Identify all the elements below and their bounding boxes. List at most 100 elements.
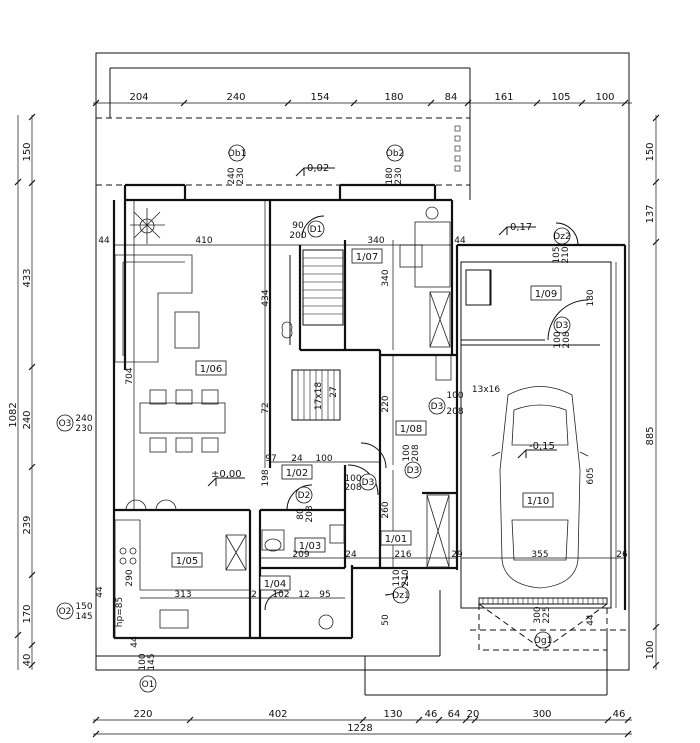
dim-label: 260 bbox=[381, 501, 391, 518]
stairs-label: 27 bbox=[329, 386, 339, 397]
dim-label: 208 bbox=[562, 331, 572, 348]
bottom-dimension-labels: 220 402 130 46 64 20 300 46 1228 bbox=[133, 709, 625, 734]
dim-label: 154 bbox=[310, 92, 329, 103]
door-symbol: D3 bbox=[431, 402, 444, 412]
garage bbox=[457, 243, 627, 651]
furniture bbox=[114, 206, 452, 639]
dim-label: 216 bbox=[394, 550, 411, 560]
dim-label: 410 bbox=[195, 236, 212, 246]
dim-label: 230 bbox=[236, 167, 246, 184]
dim-label: 605 bbox=[586, 467, 596, 484]
dim-label: 100 bbox=[138, 653, 148, 670]
door-symbol: D3 bbox=[407, 466, 420, 476]
room-label: 1/05 bbox=[176, 556, 198, 567]
window-symbol: O1 bbox=[142, 680, 155, 690]
window-symbol: O3 bbox=[59, 419, 72, 429]
door-symbol: D1 bbox=[310, 225, 323, 235]
door-symbol: D2 bbox=[298, 491, 311, 501]
dim-label: 97 bbox=[265, 454, 276, 464]
dim-label: 20 bbox=[467, 709, 480, 720]
dim-label: 402 bbox=[268, 709, 287, 720]
dim-label: 44 bbox=[130, 636, 140, 648]
dim-label: 44 bbox=[454, 236, 466, 246]
dim-label: 208 bbox=[411, 444, 421, 461]
dim-label: 230 bbox=[75, 424, 92, 434]
door-symbol: Dz1 bbox=[392, 591, 409, 601]
top-dimension-labels: 204 240 154 180 84 161 105 100 bbox=[129, 92, 614, 103]
car-icon bbox=[491, 386, 589, 589]
dim-label: 100 bbox=[402, 444, 412, 461]
dim-label: 12 bbox=[298, 590, 309, 600]
dim-label: 300 bbox=[532, 709, 551, 720]
dim-label: 355 bbox=[531, 550, 548, 560]
dim-label: 100 bbox=[315, 454, 332, 464]
room-label: 1/06 bbox=[200, 364, 222, 375]
dim-label: 340 bbox=[381, 269, 391, 286]
right-dimension-labels: 150 137 885 100 bbox=[645, 142, 656, 659]
dim-label: 208 bbox=[446, 407, 463, 417]
dim-label: 434 bbox=[261, 289, 271, 306]
dim-label: 46 bbox=[425, 709, 438, 720]
dim-label: 433 bbox=[22, 268, 33, 287]
room-label: 1/08 bbox=[400, 424, 422, 435]
dim-label: 80 bbox=[296, 508, 306, 520]
dim-label: 240 bbox=[226, 92, 245, 103]
dim-label: 130 bbox=[383, 709, 402, 720]
dim-label: 180 bbox=[586, 289, 596, 306]
dim-label: 220 bbox=[133, 709, 152, 720]
level-label: ±0,00 bbox=[211, 469, 242, 480]
dim-label: 225 bbox=[542, 606, 552, 623]
dim-label: 84 bbox=[445, 92, 458, 103]
dim-label: 885 bbox=[645, 426, 656, 445]
dim-label: 40 bbox=[22, 654, 33, 667]
dim-label: 161 bbox=[494, 92, 513, 103]
dim-label: 137 bbox=[645, 204, 656, 223]
dim-label: 313 bbox=[174, 590, 191, 600]
dim-label: 64 bbox=[448, 709, 461, 720]
dim-label: 110 bbox=[392, 569, 402, 586]
dim-label: 220 bbox=[381, 395, 391, 412]
dim-label: 105 bbox=[551, 92, 570, 103]
dim-label: 102 bbox=[272, 590, 289, 600]
dim-label: 24 bbox=[345, 550, 357, 560]
dim-label: 44 bbox=[586, 614, 596, 626]
room-label: 1/01 bbox=[385, 534, 407, 545]
dim-label: 50 bbox=[381, 614, 391, 626]
level-label: -0,15 bbox=[529, 441, 555, 452]
dim-label: 95 bbox=[319, 590, 330, 600]
dim-label: 44 bbox=[95, 586, 105, 598]
dim-label: 208 bbox=[344, 483, 361, 493]
window-symbol: Ob2 bbox=[386, 149, 405, 159]
dim-label: 72 bbox=[261, 402, 271, 413]
garage-door-hatch bbox=[482, 598, 604, 604]
dim-label: 150 bbox=[645, 142, 656, 161]
dim-label: 180 bbox=[384, 92, 403, 103]
window-symbol: O2 bbox=[59, 607, 72, 617]
dim-label: 210 bbox=[401, 569, 411, 586]
sill-height: hp=85 bbox=[115, 597, 125, 627]
dim-label: 290 bbox=[125, 569, 135, 586]
dim-label: 90 bbox=[292, 221, 304, 231]
misc-dimension-labels: 240 230 180 230 90 200 44 410 340 44 434… bbox=[75, 167, 628, 670]
left-dimension-labels: 150 433 1082 240 239 170 40 bbox=[8, 142, 33, 666]
room-label: 1/02 bbox=[286, 468, 308, 479]
room-labels: 1/07 1/06 1/05 1/04 1/03 1/02 1/01 1/08 … bbox=[171, 248, 562, 591]
dim-label: 145 bbox=[75, 612, 92, 622]
window-symbol: Ob1 bbox=[228, 149, 247, 159]
room-label: 1/03 bbox=[299, 541, 321, 552]
dim-label: 150 bbox=[75, 602, 92, 612]
stairs bbox=[289, 249, 344, 421]
room-label: 1/07 bbox=[356, 252, 378, 263]
dim-label: 105 bbox=[552, 246, 562, 263]
dim-label: 150 bbox=[22, 142, 33, 161]
dim-label: 198 bbox=[261, 469, 271, 486]
dim-label: 200 bbox=[289, 231, 306, 241]
level-markers: 0,02 0,17 ±0,00 -0,15 bbox=[207, 163, 557, 487]
door-symbol: D3 bbox=[556, 321, 569, 331]
dim-label: 100 bbox=[344, 474, 361, 484]
dim-label: 2 bbox=[251, 590, 257, 600]
dim-label: 704 bbox=[125, 367, 135, 384]
dim-label: 100 bbox=[595, 92, 614, 103]
total-length: 1228 bbox=[347, 723, 372, 734]
